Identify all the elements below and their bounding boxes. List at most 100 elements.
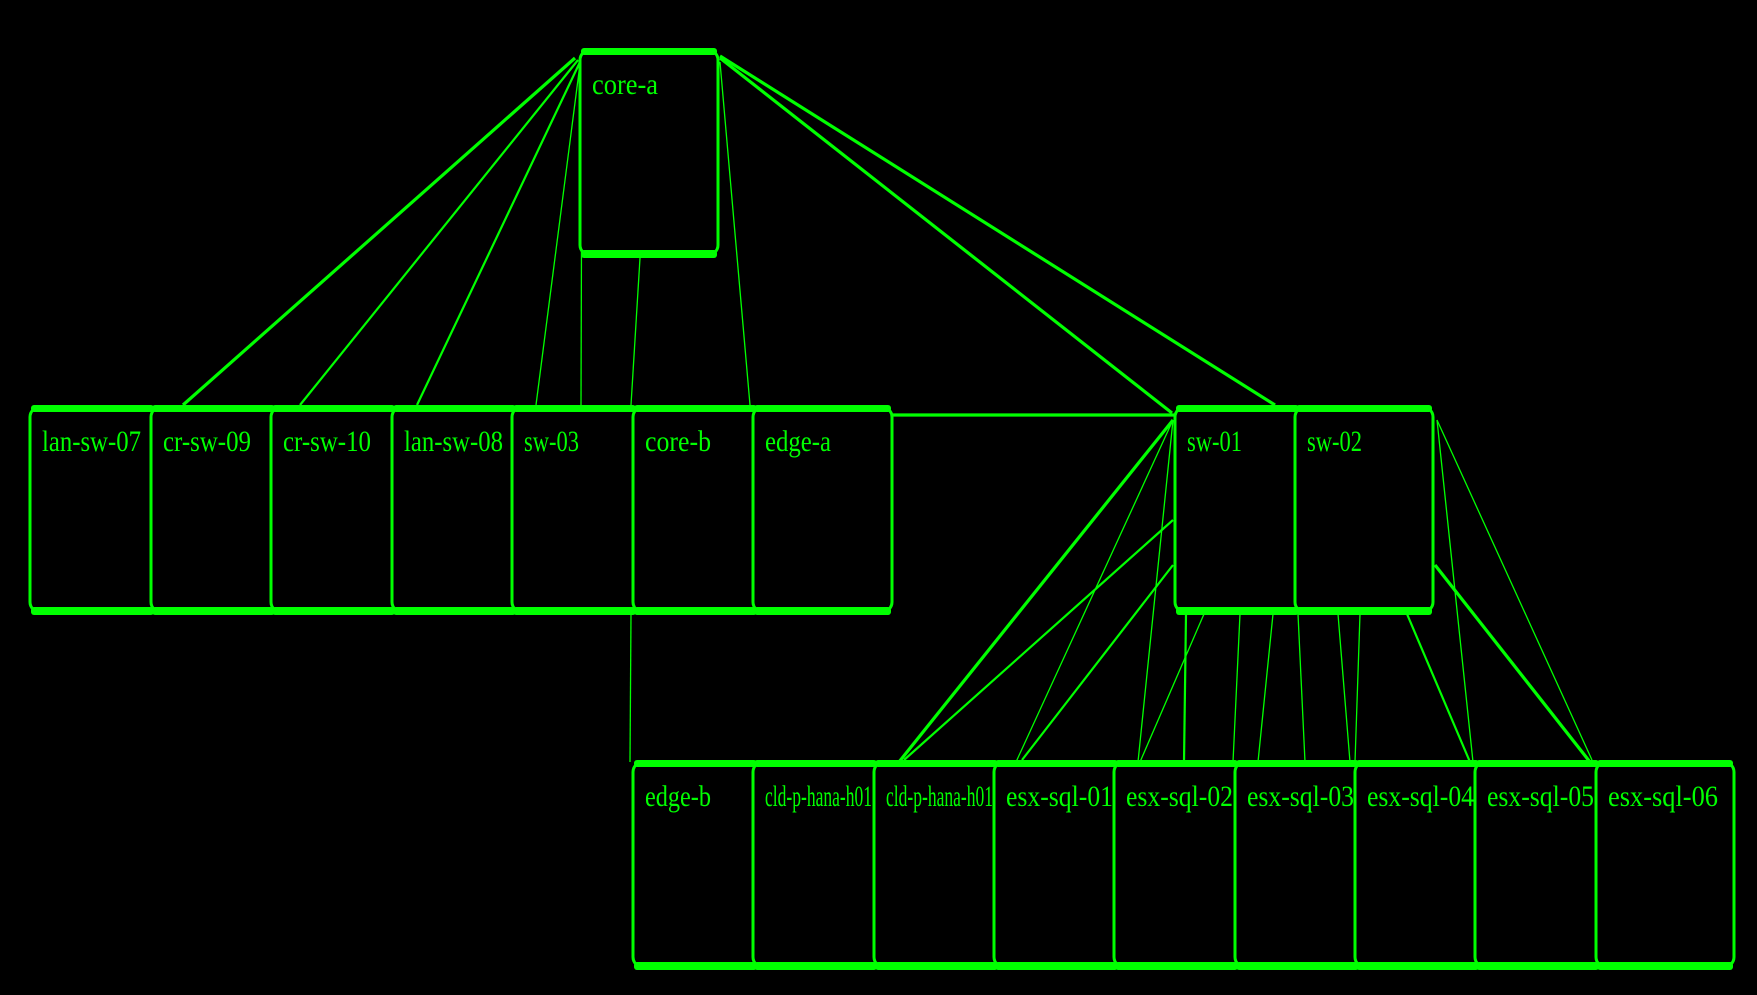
node-edge-a[interactable]: edge-a [751,405,894,615]
link-sw-01-to-esx-sql-02 [1139,613,1205,763]
link-core-a-to-sw-02 [719,54,1276,407]
node-label: core-a [592,68,658,101]
node-bottom-rim [1597,962,1733,970]
node-edge-b[interactable]: edge-b [631,760,760,970]
link-sw-02-to-esx-sql-04 [1354,613,1361,763]
link-sw-02-to-esx-sql-06 [1436,419,1593,761]
node-top-rim [1176,405,1299,412]
node-bottom-rim [1115,962,1238,970]
node-lan-sw-07[interactable]: lan-sw-07 [28,405,157,615]
links-layer [181,54,1593,764]
node-label: cld-p-hana-h01 [765,780,872,813]
link-core-b-to-edge-b [629,613,632,763]
link-sw-01-to-esx-sql-02 [1137,419,1174,763]
node-core-a[interactable]: core-a [578,48,720,258]
node-sw-03[interactable]: sw-03 [510,405,639,615]
link-sw-02-to-esx-sql-04 [1337,613,1351,763]
node-bottom-rim [634,962,757,970]
node-top-rim [31,405,154,412]
node-bottom-rim [634,607,757,615]
node-label: core-b [645,425,711,458]
link-sw-01-to-esx-sql-03 [1257,613,1274,763]
node-esx-sql-04[interactable]: esx-sql-04 [1353,760,1482,970]
node-core-b[interactable]: core-b [631,405,760,615]
link-sw-02-to-esx-sql-05 [1405,613,1472,763]
node-esx-sql-02[interactable]: esx-sql-02 [1112,760,1241,970]
node-top-rim [1476,760,1599,767]
node-label: esx-sql-02 [1126,780,1233,813]
node-esx-sql-03[interactable]: esx-sql-03 [1233,760,1362,970]
node-label: sw-02 [1307,425,1362,458]
link-sw-02-to-esx-sql-03 [1297,613,1306,763]
node-label: edge-a [765,425,831,458]
node-bottom-rim [1236,962,1359,970]
node-top-rim [513,405,636,412]
node-label: cld-p-hana-h01 [886,780,993,813]
link-sw-01-to-cld-p-hana-h01-b [903,519,1174,761]
node-label: lan-sw-08 [404,425,503,458]
node-bottom-rim [272,607,395,615]
node-esx-sql-06[interactable]: esx-sql-06 [1594,760,1736,970]
node-top-rim [1296,405,1432,412]
node-top-rim [754,760,877,767]
node-top-rim [272,405,395,412]
node-bottom-rim [31,607,154,615]
node-cld-p-hana-h01-a[interactable]: cld-p-hana-h01 [751,760,880,970]
node-bottom-rim [1296,607,1432,615]
link-core-a-to-lan-sw-08 [416,61,581,406]
node-bottom-rim [152,607,275,615]
link-core-a-to-sw-01 [719,56,1173,415]
link-core-a-to-sw-03 [535,63,581,406]
node-cr-sw-09[interactable]: cr-sw-09 [149,405,278,615]
node-label: sw-03 [524,425,579,458]
node-top-rim [152,405,275,412]
node-top-rim [995,760,1118,767]
nodes-layer: core-a lan-sw-07 cr-sw-09 cr-sw-10 lan-sw-08… [28,48,1736,970]
node-bottom-rim [754,962,877,970]
link-core-a-to-cr-sw-09 [181,56,577,407]
node-bottom-rim [513,607,636,615]
link-sw-01-to-esx-sql-01 [1021,564,1174,761]
node-label: lan-sw-07 [42,425,141,458]
node-label: esx-sql-01 [1006,780,1113,813]
node-label: esx-sql-04 [1367,780,1474,813]
link-core-a-to-core-b [630,257,641,406]
node-top-rim [1356,760,1479,767]
node-label: cr-sw-09 [163,425,251,458]
node-top-rim [581,48,717,55]
link-sw-02-to-esx-sql-06 [1433,564,1592,763]
node-esx-sql-01[interactable]: esx-sql-01 [992,760,1121,970]
node-top-rim [1115,760,1238,767]
node-label: esx-sql-05 [1487,780,1594,813]
node-bottom-rim [995,962,1118,970]
node-label: esx-sql-03 [1247,780,1354,813]
node-top-rim [634,760,757,767]
node-bottom-rim [1176,607,1299,615]
node-bottom-rim [875,962,998,970]
node-label: cr-sw-10 [283,425,371,458]
node-cld-p-hana-h01-b[interactable]: cld-p-hana-h01 [872,760,1001,970]
node-top-rim [1597,760,1733,767]
node-top-rim [754,405,891,412]
link-sw-01-to-cld-p-hana-h01-b [897,418,1175,764]
link-sw-01-to-esx-sql-03 [1232,613,1241,763]
node-sw-01[interactable]: sw-01 [1173,405,1302,615]
node-top-rim [634,405,757,412]
node-sw-02[interactable]: sw-02 [1293,405,1435,615]
node-bottom-rim [754,607,891,615]
link-sw-01-to-esx-sql-01 [1015,419,1174,763]
node-label: sw-01 [1187,425,1242,458]
node-top-rim [393,405,516,412]
node-cr-sw-10[interactable]: cr-sw-10 [269,405,398,615]
link-core-a-to-cr-sw-10 [299,59,579,406]
node-top-rim [875,760,998,767]
node-label: edge-b [645,780,711,813]
node-esx-sql-05[interactable]: esx-sql-05 [1473,760,1602,970]
node-bottom-rim [393,607,516,615]
node-top-rim [1236,760,1359,767]
node-lan-sw-08[interactable]: lan-sw-08 [390,405,519,615]
node-bottom-rim [1476,962,1599,970]
link-sw-01-to-esx-sql-02 [1182,613,1188,763]
